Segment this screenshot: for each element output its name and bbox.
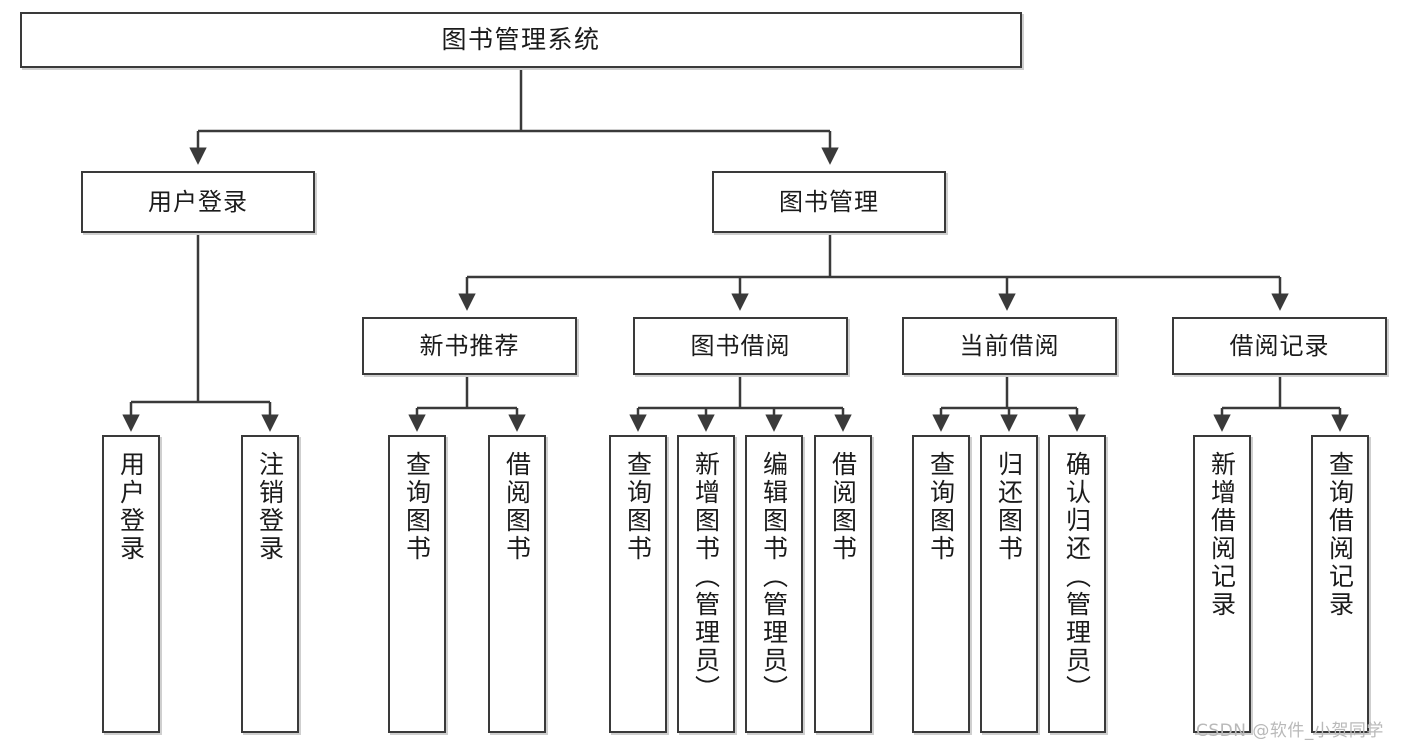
node-borrow-record-label: 借阅记录 [1229,331,1330,360]
node-leaf-query-book-1[interactable]: 查询图书 [388,435,446,733]
node-leaf-query-book-3-label: 查询图书 [926,451,956,563]
node-leaf-return-book[interactable]: 归还图书 [980,435,1038,733]
node-leaf-add-book-label: 新增图书（管理员） [691,451,721,703]
node-current-borrow-label: 当前借阅 [959,331,1060,360]
node-leaf-borrow-book-1-label: 借阅图书 [502,451,532,563]
node-new-book-recommend[interactable]: 新书推荐 [362,317,577,375]
node-leaf-query-book-1-label: 查询图书 [402,451,432,563]
node-leaf-borrow-book-2[interactable]: 借阅图书 [814,435,872,733]
node-root[interactable]: 图书管理系统 [20,12,1022,68]
csdn-watermark: CSDN @软件_小贺同学 [1196,721,1384,741]
node-leaf-query-record[interactable]: 查询借阅记录 [1311,435,1369,733]
node-book-borrow-label: 图书借阅 [690,331,791,360]
node-user-login[interactable]: 用户登录 [81,171,315,233]
node-leaf-confirm-return-label: 确认归还（管理员） [1062,451,1092,703]
node-user-login-label: 用户登录 [148,187,248,216]
node-leaf-query-book-3[interactable]: 查询图书 [912,435,970,733]
node-leaf-user-login-label: 用户登录 [116,451,146,563]
node-leaf-add-record[interactable]: 新增借阅记录 [1193,435,1251,733]
node-leaf-query-record-label: 查询借阅记录 [1325,451,1355,619]
node-book-borrow[interactable]: 图书借阅 [633,317,848,375]
node-new-book-recommend-label: 新书推荐 [419,331,520,360]
node-leaf-add-book[interactable]: 新增图书（管理员） [677,435,735,733]
node-leaf-query-book-2[interactable]: 查询图书 [609,435,667,733]
node-current-borrow[interactable]: 当前借阅 [902,317,1117,375]
node-book-management-label: 图书管理 [779,187,879,216]
node-leaf-return-book-label: 归还图书 [994,451,1024,563]
node-leaf-edit-book[interactable]: 编辑图书（管理员） [745,435,803,733]
node-leaf-query-book-2-label: 查询图书 [623,451,653,563]
node-book-management[interactable]: 图书管理 [712,171,946,233]
node-leaf-user-logout[interactable]: 注销登录 [241,435,299,733]
node-leaf-borrow-book-1[interactable]: 借阅图书 [488,435,546,733]
node-leaf-add-record-label: 新增借阅记录 [1207,451,1237,619]
node-leaf-edit-book-label: 编辑图书（管理员） [759,451,789,703]
node-leaf-user-logout-label: 注销登录 [255,451,285,563]
node-root-label: 图书管理系统 [441,25,601,55]
node-leaf-borrow-book-2-label: 借阅图书 [828,451,858,563]
node-leaf-confirm-return[interactable]: 确认归还（管理员） [1048,435,1106,733]
node-leaf-user-login[interactable]: 用户登录 [102,435,160,733]
node-borrow-record[interactable]: 借阅记录 [1172,317,1387,375]
